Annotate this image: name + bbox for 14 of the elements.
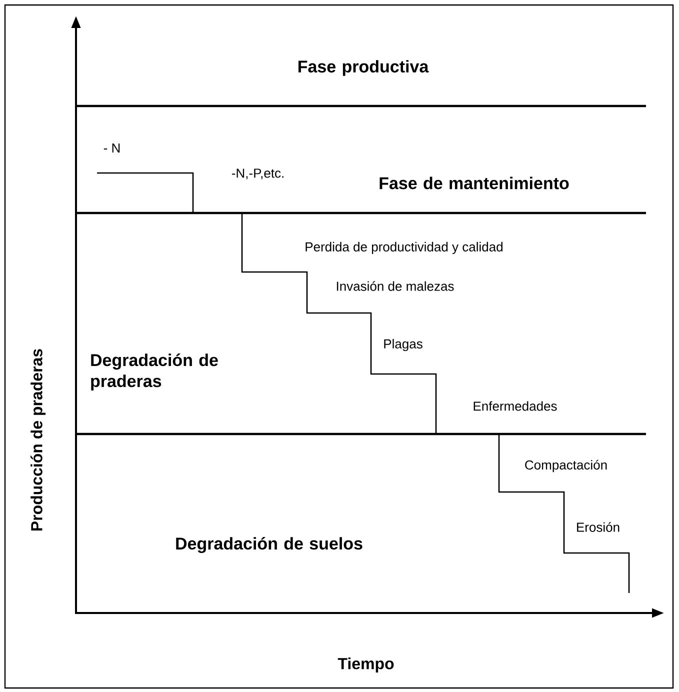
band-title: Degradación de praderas	[91, 354, 218, 390]
band-title: Fase productiva	[298, 60, 429, 76]
step-label: -N,-P,etc.	[232, 168, 284, 180]
step-label: Enfermedades	[474, 401, 557, 411]
step-label: Erosión	[577, 522, 620, 532]
step-label: Plagas	[384, 338, 422, 352]
step-label: Perdida de productividad y calidad	[306, 242, 502, 254]
axis-label: Producción de praderas	[30, 349, 46, 531]
band-title: Degradación de suelos	[176, 536, 362, 554]
step-label: Compactación	[525, 460, 607, 472]
band-title: Fase de mantenimiento	[380, 176, 569, 190]
axis-label: Tiempo	[338, 658, 394, 672]
step-label: Invasión de malezas	[336, 281, 454, 291]
step-label: - N	[104, 144, 120, 152]
